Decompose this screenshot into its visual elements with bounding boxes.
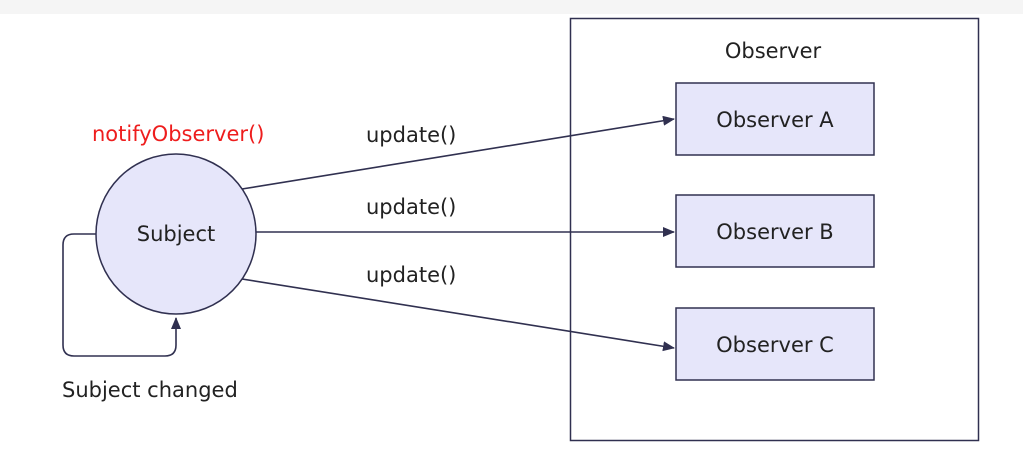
notify-observer-label: notifyObserver() (92, 122, 265, 146)
observer-a-box (675, 82, 875, 156)
subject-circle (95, 153, 257, 315)
observer-b-box (675, 194, 875, 268)
update-arrow-c (241, 278, 675, 352)
subject-changed-label: Subject changed (62, 378, 238, 402)
subject-changed-loop-arrow (62, 233, 181, 357)
observer-a-label: Observer A (716, 107, 834, 132)
observer-c-box (675, 307, 875, 381)
update-label-c: update() (366, 263, 457, 287)
top-band (0, 0, 1023, 14)
observer-c-label: Observer C (716, 332, 834, 357)
update-label-a: update() (366, 123, 457, 147)
observer-b-label: Observer B (716, 219, 834, 244)
update-label-b: update() (366, 195, 457, 219)
update-arrow-a (241, 115, 675, 190)
observer-group-title: Observer (724, 38, 822, 63)
subject-label: Subject (136, 221, 216, 246)
